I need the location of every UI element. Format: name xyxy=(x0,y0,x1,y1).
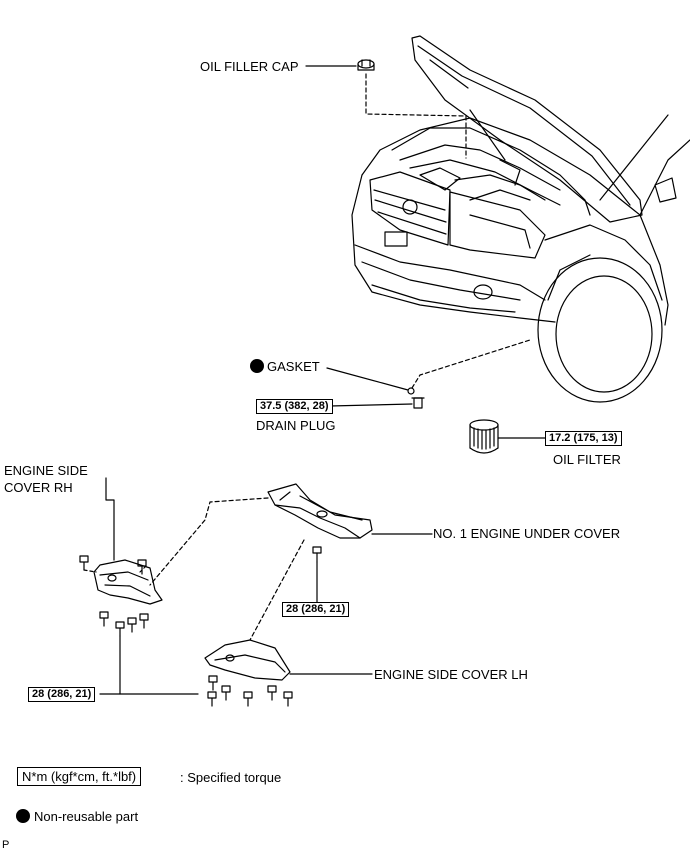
rh-cover-bolts xyxy=(79,555,149,637)
oil-filler-cap-part xyxy=(357,59,375,71)
under-cover-bolt xyxy=(312,546,322,563)
oil-filter-label: OIL FILTER xyxy=(553,452,621,467)
drain-plug-dash xyxy=(411,339,531,389)
legend-torque-desc: : Specified torque xyxy=(180,770,282,785)
engine-side-cover-rh-part xyxy=(93,559,163,605)
lh-cover-dash xyxy=(249,539,305,641)
engine-side-cover-lh-label: ENGINE SIDE COVER LH xyxy=(374,667,528,682)
oil-filler-cap-dash xyxy=(365,73,467,159)
under-cover-torque: 28 (286, 21) xyxy=(282,602,350,617)
gasket-leader xyxy=(326,367,409,391)
rh-cover-dash xyxy=(149,497,269,586)
nonreusable-dot-icon xyxy=(250,359,264,373)
legend-torque-unit-box: N*m (kgf*cm, ft.*lbf) xyxy=(17,767,142,786)
no1-engine-under-cover-label: NO. 1 ENGINE UNDER COVER xyxy=(433,526,621,541)
engine-side-cover-rh-label-line2: COVER RH xyxy=(4,480,73,495)
engine-side-cover-rh-label-line1: ENGINE SIDE xyxy=(4,463,88,478)
rh-cover-leader-line xyxy=(105,477,115,561)
no1-engine-under-cover-part xyxy=(267,483,373,539)
drain-plug-label: DRAIN PLUG xyxy=(256,418,336,433)
legend-nonreusable-dot-icon xyxy=(16,809,30,823)
side-covers-torque: 28 (286, 21) xyxy=(28,687,96,702)
oil-filter-part xyxy=(469,419,499,454)
gasket-part xyxy=(407,387,415,395)
oil-filter-torque: 17.2 (175, 13) xyxy=(545,431,622,446)
corner-mark: P xyxy=(2,839,10,851)
gasket-label: GASKET xyxy=(267,359,320,374)
oil-filler-cap-label: OIL FILLER CAP xyxy=(200,59,299,74)
drain-plug-leader xyxy=(329,403,413,407)
legend-nonreusable-desc: Non-reusable part xyxy=(34,809,139,824)
drain-plug-torque: 37.5 (382, 28) xyxy=(256,399,333,414)
vehicle-illustration xyxy=(351,35,690,403)
drain-plug-part xyxy=(411,397,425,409)
engine-side-cover-lh-part xyxy=(204,639,291,681)
lh-cover-bolts xyxy=(207,675,293,707)
